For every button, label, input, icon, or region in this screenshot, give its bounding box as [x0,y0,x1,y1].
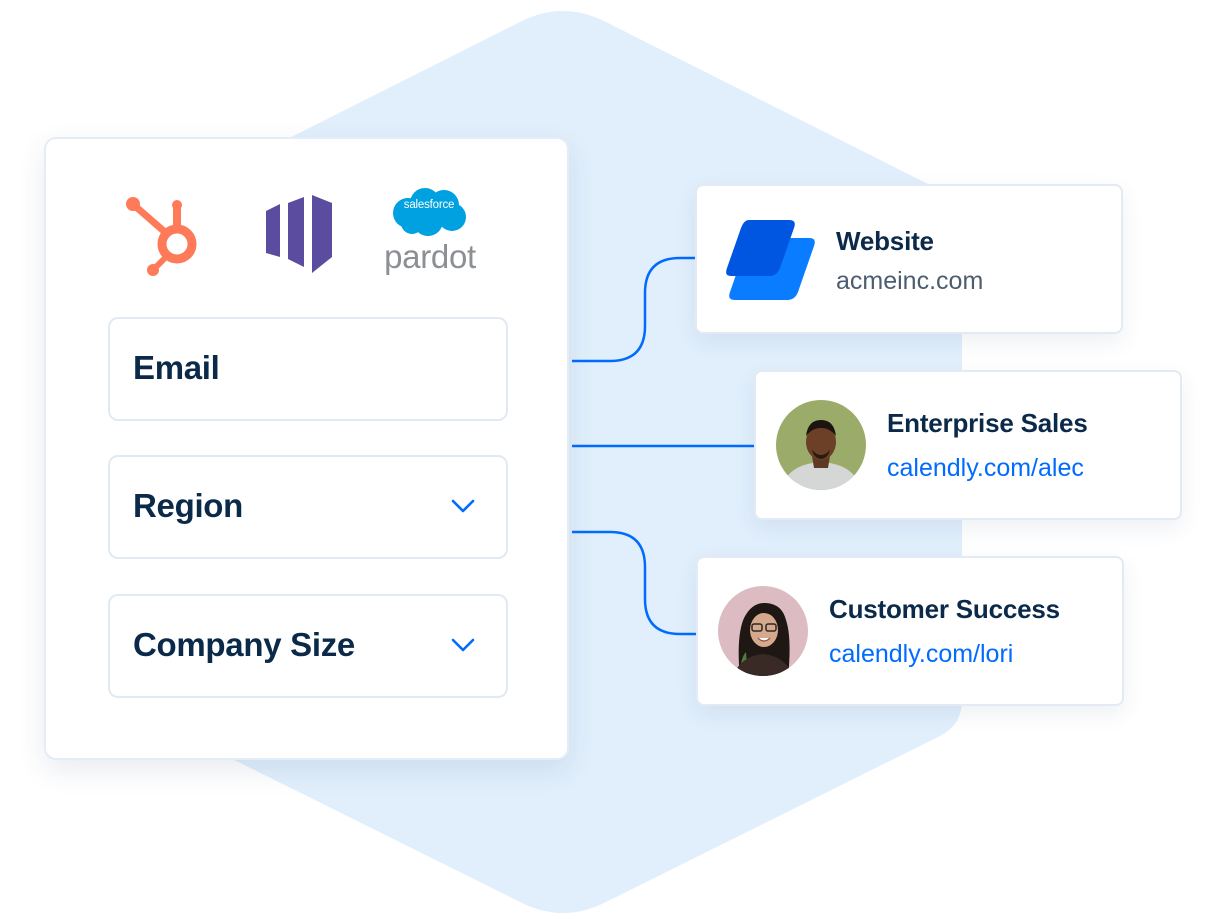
salesforce-pardot-logo: salesforce pardot [382,187,482,281]
region-dropdown[interactable]: Region [108,455,508,559]
email-field-label: Email [133,349,220,386]
destination-title: Customer Success [829,594,1060,624]
chevron-down-icon [451,499,475,513]
avatar [776,400,866,490]
hubspot-logo-icon [124,193,206,277]
company-size-dropdown[interactable]: Company Size [108,594,508,698]
destination-url: acmeinc.com [836,267,984,295]
destination-card-website[interactable]: Website acmeinc.com [695,184,1123,334]
destination-title: Website [836,226,934,256]
company-size-dropdown-label: Company Size [133,626,355,663]
region-dropdown-label: Region [133,487,244,524]
salesforce-logo-text: salesforce [403,199,455,211]
avatar [718,586,808,676]
marketo-logo-icon [264,195,336,275]
destination-url-link[interactable]: calendly.com/alec [887,454,1084,482]
destination-title: Enterprise Sales [887,408,1088,438]
calendly-logo-icon [726,220,815,300]
chevron-down-icon [451,638,475,652]
destination-url-link[interactable]: calendly.com/lori [829,640,1014,668]
destination-card-enterprise-sales[interactable]: Enterprise Sales calendly.com/alec [754,370,1182,520]
email-field[interactable]: Email [108,317,508,421]
connector-website [572,256,697,363]
connector-customer-success [572,530,697,636]
destination-card-customer-success[interactable]: Customer Success calendly.com/lori [696,556,1124,706]
salesforce-cloud-icon [393,188,466,236]
routing-form-card: salesforce pardot Email Region Company S… [44,137,569,760]
pardot-wordmark: pardot [384,238,476,275]
